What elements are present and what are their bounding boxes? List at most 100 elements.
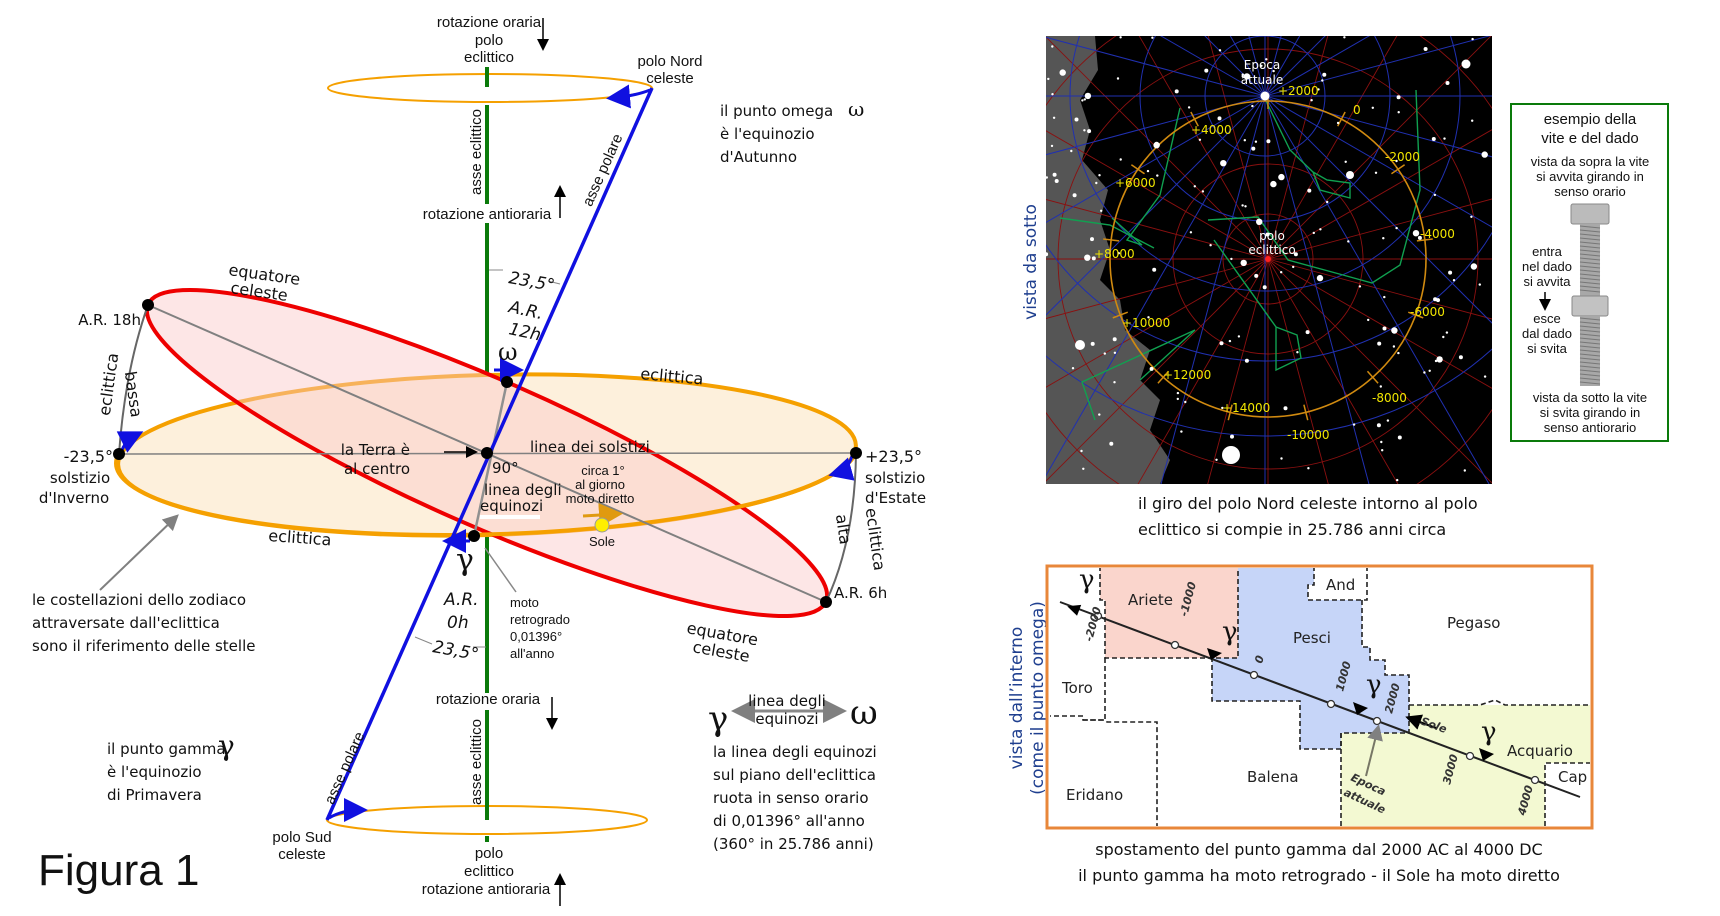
bolt-thread (1579, 377, 1601, 381)
screw-title-1: esempio della (1544, 111, 1637, 128)
earth-angle-label: 90° (492, 459, 519, 477)
constellation-boundaries (1050, 568, 1590, 826)
bright-star (1461, 59, 1471, 69)
bolt-thread (1579, 321, 1601, 325)
bottom-rotation-ccw-label: rotazione antioraria (422, 881, 551, 898)
screw-out-1: esce (1533, 311, 1560, 326)
star (1081, 99, 1084, 102)
retrograde-pointer (484, 547, 517, 593)
equatorial-meridian (1160, 36, 1266, 97)
gamma-symbol: γ (456, 543, 474, 578)
star (1293, 252, 1298, 257)
gamma-point (468, 530, 480, 542)
star (1070, 149, 1073, 153)
declination-circle (1046, 231, 1492, 362)
star (1084, 254, 1091, 261)
bolt-thread (1579, 273, 1601, 277)
gamma-marker: γ (1079, 565, 1095, 595)
star (1374, 171, 1378, 174)
star (1471, 119, 1474, 122)
star (1059, 69, 1066, 76)
star (1082, 467, 1085, 470)
star (1052, 116, 1056, 120)
zodiac-note-line2: attraversate dall'eclittica (32, 614, 220, 632)
star (1112, 337, 1117, 342)
star (1046, 252, 1049, 257)
gamma-note-line2: è l'equinozio (107, 763, 202, 781)
star (1381, 449, 1384, 452)
equatorial-meridian (1264, 95, 1492, 324)
star (1336, 121, 1340, 125)
star (1352, 423, 1356, 426)
screw-top-2: si avvita girando in (1536, 169, 1644, 184)
star (1052, 172, 1057, 177)
star-field (1046, 36, 1488, 482)
star (1156, 174, 1159, 177)
constellation-side-label-2: (come il punto omega) (1028, 601, 1048, 795)
star (1392, 345, 1396, 348)
year-tick-point (1170, 640, 1180, 650)
ecliptic-high-label-1: eclittica (862, 507, 890, 572)
ecliptic-meridian (1046, 36, 1269, 260)
bolt-thread (1579, 281, 1601, 285)
ecliptic-meridian (1207, 258, 1269, 484)
constellation-label: And (1326, 576, 1355, 594)
north-pole-label-1: polo Nord (637, 53, 702, 70)
screw-in-1: entra (1532, 244, 1562, 259)
star (1251, 146, 1256, 151)
star (1047, 77, 1050, 81)
current-epoch-label-1: Epoca (1244, 58, 1281, 72)
constellation-label: Pegaso (1447, 614, 1500, 632)
star (1434, 359, 1438, 363)
bolt-thread (1579, 241, 1601, 245)
bolt-thread (1579, 361, 1601, 365)
ecliptic-bottom-label: eclittica (268, 526, 332, 549)
bolt-thread (1579, 285, 1601, 289)
bolt-thread (1579, 265, 1601, 269)
star (1371, 106, 1375, 110)
legend-text-5: (360° in 25.786 anni) (713, 835, 874, 853)
north-pole-rotation-arrow (606, 84, 651, 109)
screw-in-2: nel dado (1522, 259, 1572, 274)
star (1083, 98, 1087, 101)
winter-label-2: d'Inverno (39, 489, 109, 507)
omega-symbol: ω (498, 338, 518, 366)
angle-bottom-tick-1 (414, 636, 433, 645)
retrograde-label-2: retrogrado (510, 612, 570, 627)
legend-text-4: di 0,01396° all'anno (713, 812, 865, 830)
ecliptic-path-line (1059, 601, 1581, 798)
star (1251, 104, 1254, 108)
equatorial-meridian (1046, 95, 1266, 477)
year-label: +8000 (1094, 247, 1135, 261)
omega-note-symbol: ω (848, 97, 864, 121)
equatorial-meridian (1264, 36, 1326, 97)
star (1463, 469, 1467, 472)
star (1483, 375, 1487, 378)
star (1458, 355, 1463, 360)
constellation-label: Acquario (1507, 742, 1573, 760)
star (1201, 190, 1205, 193)
omega-note-line2: è l'equinozio (720, 125, 815, 143)
angle-top-label: 23,5° (507, 268, 556, 296)
bottom-axis-label: asse eclittico (468, 719, 485, 805)
bolt-thread (1579, 345, 1601, 349)
zodiac-note-line1: le costellazioni dello zodiaco (32, 591, 246, 609)
legend-arrow-label-2: equinozi (755, 710, 818, 728)
star (1098, 174, 1101, 177)
star (1367, 318, 1370, 322)
year-label: -4000 (1420, 227, 1455, 241)
screw-out-2: dal dado (1522, 326, 1572, 341)
bolt-thread (1579, 357, 1601, 361)
star (1046, 176, 1048, 179)
top-pole-ring (327, 73, 653, 103)
summer-solstice-point (850, 447, 862, 459)
gamma-note-symbol: γ (218, 729, 235, 762)
star (1074, 117, 1079, 122)
star (1397, 435, 1402, 440)
bolt-thread (1579, 337, 1601, 341)
star (1423, 371, 1426, 374)
star (1344, 160, 1347, 163)
equinox-legend: γ linea degli equinozi ω la linea degli … (708, 692, 878, 853)
bolt-thread (1579, 229, 1601, 233)
star (1412, 230, 1420, 237)
